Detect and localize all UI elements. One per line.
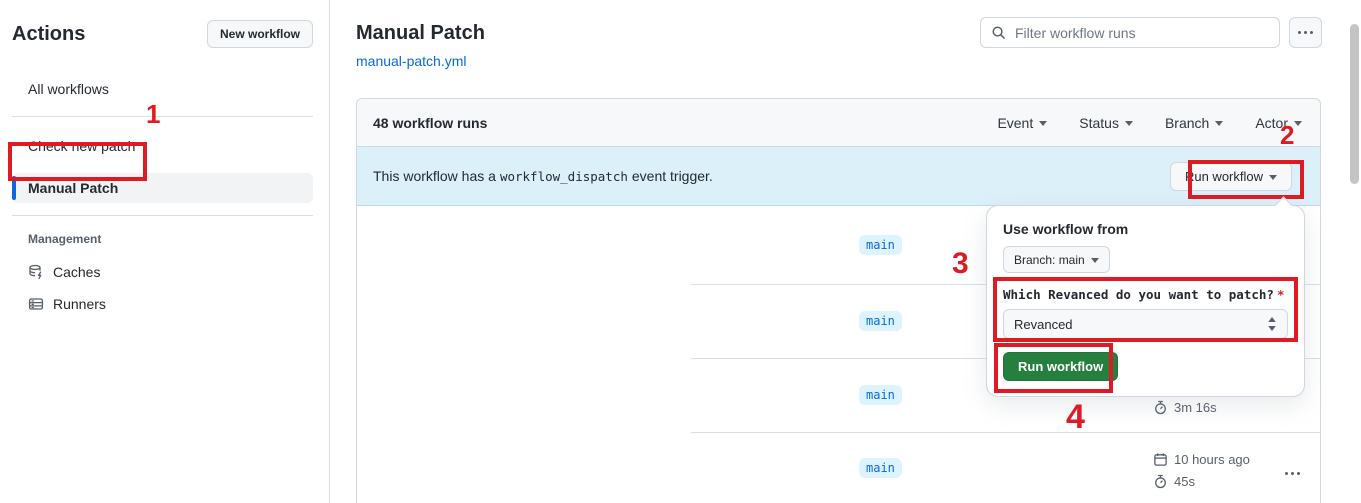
workflow-input-label: Which Revanced do you want to patch?* (1003, 287, 1288, 302)
input-label-text: Which Revanced do you want to patch? (1003, 287, 1274, 302)
sidebar-item-all-workflows[interactable]: All workflows (12, 74, 313, 104)
runners-icon (28, 298, 44, 310)
stopwatch-icon (1155, 400, 1166, 415)
page-title: Manual Patch (356, 22, 485, 44)
run-row-kebab-button[interactable] (1285, 462, 1300, 478)
chevron-down-icon (1269, 174, 1277, 184)
filter-label: Event (997, 114, 1034, 131)
sidebar-item-caches[interactable]: Caches (12, 256, 313, 288)
run-duration: 3m 16s (1174, 400, 1217, 415)
revanced-select[interactable]: Revanced (1003, 309, 1288, 339)
run-workflow-dropdown-button[interactable]: Run workflow (1169, 161, 1292, 191)
banner-text-after: event trigger. (631, 168, 713, 184)
branch-badge[interactable]: main (859, 235, 902, 255)
workflow-run-row[interactable]: main (357, 206, 1320, 284)
filter-label: Status (1079, 114, 1119, 131)
event-filter-dropdown[interactable]: Event (997, 114, 1048, 131)
status-filter-dropdown[interactable]: Status (1079, 115, 1133, 131)
sidebar-item-manual-patch[interactable]: Manual Patch (12, 173, 313, 203)
runs-list-header: 48 workflow runs Event Status Branch Act… (357, 99, 1320, 147)
workflow-dispatch-code: workflow_dispatch (499, 169, 628, 184)
run-workflow-submit-button[interactable]: Run workflow (1003, 352, 1119, 381)
branch-filter-dropdown[interactable]: Branch (1164, 114, 1224, 131)
actions-sidebar: Actions New workflow All workflows Check… (0, 0, 330, 503)
branch-badge[interactable]: main (859, 457, 902, 478)
branch-selector-button[interactable]: Branch: main (1003, 246, 1110, 273)
search-icon (992, 26, 1005, 39)
chevron-down-icon (1124, 121, 1133, 130)
sidebar-item-label: Manual Patch (28, 180, 119, 196)
sidebar-item-label: All workflows (28, 81, 109, 97)
popup-title: Use workflow from (1003, 221, 1129, 237)
workflow-nav: All workflows Check new patch Manual Pat… (12, 74, 313, 320)
branch-badge[interactable]: main (859, 311, 902, 331)
kebab-icon (1285, 472, 1300, 475)
required-marker: * (1276, 287, 1285, 302)
runs-filters: Event Status Branch Actor (997, 115, 1302, 131)
cache-icon (29, 264, 42, 280)
sidebar-divider (12, 215, 313, 216)
sidebar-title: Actions (12, 22, 86, 45)
select-updown-icon (1268, 317, 1276, 331)
workflow-runs-count: 48 workflow runs (373, 114, 488, 131)
filter-workflow-runs-input[interactable] (1013, 23, 1269, 42)
run-meta: 10 hours ago 45s (1153, 452, 1250, 489)
run-date: 10 hours ago (1174, 452, 1250, 467)
header-kebab-menu-button[interactable] (1289, 17, 1322, 48)
sidebar-item-label: Caches (53, 264, 101, 280)
filter-label: Actor (1255, 114, 1288, 131)
filter-workflow-runs-input-wrap (980, 17, 1280, 48)
new-workflow-button[interactable]: New workflow (206, 20, 313, 48)
selected-option-label: Revanced (1014, 316, 1073, 332)
chevron-down-icon (1039, 121, 1048, 130)
actor-filter-dropdown[interactable]: Actor (1255, 115, 1302, 131)
workflow-file-link[interactable]: manual-patch.yml (356, 53, 467, 69)
chevron-down-icon (1215, 121, 1224, 130)
selected-accent-bar (12, 176, 16, 200)
calendar-icon (1154, 453, 1167, 466)
sidebar-item-runners[interactable]: Runners (12, 288, 313, 320)
sidebar-item-check-new-patch[interactable]: Check new patch (12, 131, 313, 161)
banner-text-before: This workflow has a (373, 168, 496, 184)
run-duration: 45s (1174, 474, 1195, 489)
scrollbar-thumb[interactable] (1350, 24, 1359, 184)
branch-badge[interactable]: main (859, 385, 902, 405)
workflow-run-row[interactable]: main 10 hours ago 45s (357, 432, 1320, 503)
run-workflow-popup: Use workflow from Branch: main Which Rev… (986, 196, 1305, 397)
sidebar-item-label: Check new patch (28, 138, 136, 154)
sidebar-item-label: Runners (53, 296, 106, 312)
chevron-down-icon (1294, 121, 1302, 130)
stopwatch-icon (1155, 474, 1166, 489)
filter-label: Branch (1164, 114, 1210, 131)
kebab-icon (1298, 31, 1313, 34)
branch-selector-label: Branch: main (1014, 252, 1085, 267)
management-section-label: Management (28, 232, 102, 246)
chevron-down-icon (1090, 258, 1099, 267)
run-workflow-dropdown-label: Run workflow (1184, 168, 1263, 184)
run-meta: 3m 16s (1153, 400, 1217, 415)
sidebar-divider (12, 116, 313, 117)
